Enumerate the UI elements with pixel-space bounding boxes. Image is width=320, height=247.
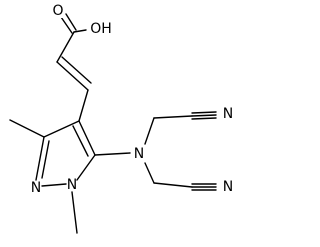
- bond-c4-c5-double-a: [78, 120, 96, 156]
- bond-n1-c5: [76, 154, 96, 181]
- atom-n-nitrile-top: N: [223, 106, 233, 122]
- molecule-diagram: O OH N N N N N: [9, 3, 233, 234]
- atom-o-carbonyl: O: [52, 3, 63, 19]
- bond-amine-ch2-top: [144, 117, 155, 145]
- bond-carbonyl-double-b: [65, 13, 77, 31]
- bond-amine-ch2-bottom: [144, 162, 155, 184]
- bond-ch2-top-c: [153, 115, 193, 119]
- bond-c3-n2-double-a: [35, 136, 45, 181]
- bond-c3-n2-double-b: [41, 140, 50, 179]
- bond-n2-n1: [41, 183, 67, 187]
- bond-c4-c5-double-b: [72, 125, 89, 157]
- bond-vinyl-double-a: [56, 61, 89, 91]
- bond-nitrile-top-a: [191, 111, 217, 114]
- bond-ch2-bottom-c: [153, 182, 193, 188]
- bond-acid-to-vinyl: [56, 31, 75, 63]
- bond-carbonyl-double-a: [60, 16, 73, 34]
- bond-c3-methyl: [9, 119, 45, 138]
- bond-nitrile-top-b: [191, 114, 217, 117]
- bond-vinyl-to-ring: [78, 89, 89, 122]
- atom-n-ring-1: N: [67, 177, 77, 193]
- bond-vinyl-double-b: [61, 56, 92, 84]
- atom-n-nitrile-bottom: N: [223, 179, 233, 195]
- bond-c-oh: [73, 29, 87, 33]
- bond-c4-c3: [43, 120, 80, 138]
- bond-n1-methyl: [71, 191, 78, 234]
- atom-n-amine: N: [134, 146, 144, 162]
- atom-n-ring-2: N: [31, 180, 41, 196]
- atom-oh: OH: [90, 21, 112, 37]
- bond-nitrile-top-c: [191, 117, 217, 120]
- bond-c5-amine: [94, 152, 131, 156]
